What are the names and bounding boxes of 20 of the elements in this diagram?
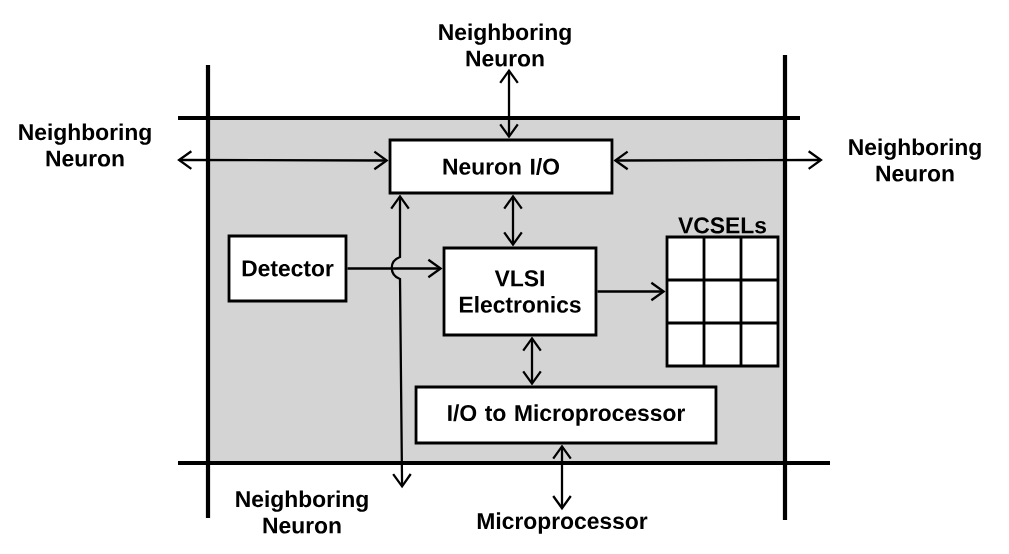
- arrow: [390, 194, 412, 489]
- vcsel-array: VCSELs: [665, 217, 780, 368]
- arrow: [597, 281, 666, 302]
- node-label: Microprocessor: [477, 512, 648, 534]
- node-label: VCSELs: [678, 217, 766, 234]
- arrow: [552, 444, 572, 511]
- arrow: [613, 150, 823, 171]
- process-box: Detector: [227, 234, 348, 303]
- node-label: Neighboring Neuron: [439, 23, 571, 67]
- arrow: [522, 336, 542, 386]
- node-label: Neighboring Neuron: [236, 490, 368, 534]
- node-label: Neighboring Neuron: [19, 123, 151, 167]
- process-box: Neuron I/O: [388, 138, 614, 195]
- node-label: Neighboring Neuron: [849, 138, 981, 182]
- process-box: I/O to Microprocessor: [414, 385, 718, 445]
- process-box: VLSI Electronics: [442, 246, 598, 337]
- arrow: [347, 258, 443, 279]
- arrow: [503, 194, 523, 247]
- arrow: [177, 150, 389, 171]
- arrow: [499, 68, 519, 139]
